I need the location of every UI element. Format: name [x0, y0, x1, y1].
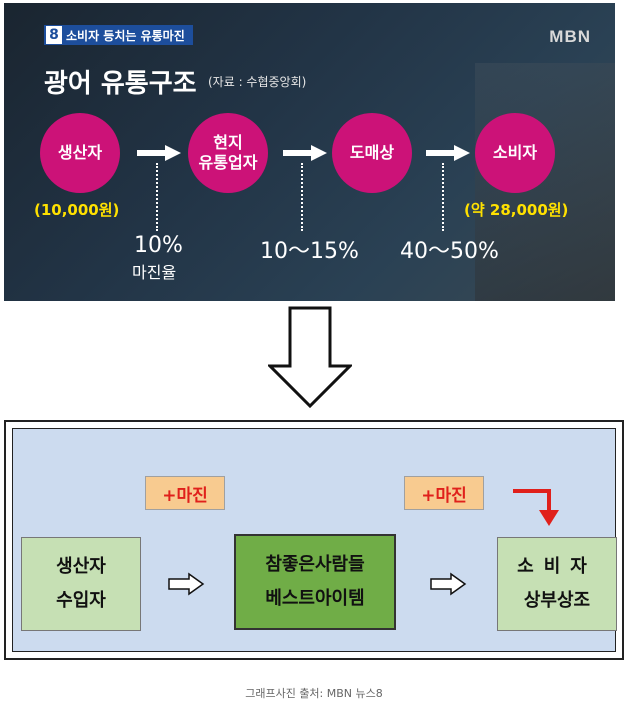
flow-arrow-icon: [426, 145, 470, 161]
producer-price: (10,000원): [34, 201, 120, 219]
tv-title: 광어 유통구조: [44, 69, 197, 99]
dotted-connector: [301, 163, 303, 231]
stage-local-distributor-label-2: 유통업자: [198, 153, 258, 172]
dotted-connector: [442, 163, 444, 231]
box-consumer-line-1: 소비자: [517, 556, 597, 577]
news-tag-number: 8: [46, 26, 62, 44]
box-producer-importer-line-1: 생산자: [56, 556, 106, 577]
box-company-line-1: 참좋은사람들: [265, 554, 365, 575]
mbn-logo: MBN: [549, 27, 591, 46]
consumer-price: (약 28,000원): [464, 201, 569, 219]
margin-value-3: 40～50%: [400, 239, 499, 264]
margin-badge-1: +마진: [145, 476, 225, 510]
box-consumer-line-2: 상부상조: [523, 590, 591, 611]
flow-arrow-icon: [283, 145, 327, 161]
hollow-right-arrow-icon: [429, 572, 467, 596]
margin-badge-2: +마진: [404, 476, 484, 510]
stage-wholesaler: 도매상: [332, 113, 412, 193]
news-tag-text: 소비자 등치는 유통마진: [66, 28, 185, 43]
box-producer-importer-line-2: 수입자: [56, 590, 106, 611]
tv-source: (자료 : 수협중앙회): [208, 75, 307, 89]
stage-producer: 생산자: [40, 113, 120, 193]
box-producer-importer: 생산자 수입자: [21, 537, 141, 631]
image-caption: 그래프사진 출처: MBN 뉴스8: [245, 687, 383, 700]
box-consumer: 소비자 상부상조: [497, 537, 617, 631]
stage-producer-label: 생산자: [57, 143, 103, 162]
down-arrow-icon: [266, 306, 354, 409]
box-company: 참좋은사람들 베스트아이템: [234, 534, 396, 630]
dotted-connector: [156, 163, 158, 231]
flow-arrow-icon: [137, 145, 181, 161]
box-company-line-2: 베스트아이템: [265, 588, 365, 609]
stage-consumer: 소비자: [475, 113, 555, 193]
margin-label-1: 마진율: [132, 263, 177, 282]
red-down-arrow-icon: [511, 484, 571, 530]
tv-screenshot: 8 소비자 등치는 유통마진 MBN 광어 유통구조 (자료 : 수협중앙회) …: [4, 3, 615, 301]
stage-local-distributor: 현지 유통업자: [188, 113, 268, 193]
stage-wholesaler-label: 도매상: [349, 143, 395, 162]
margin-value-1: 10%: [134, 233, 183, 258]
diagram-panel: +마진 +마진 생산자 수입자 참좋은사람들 베스트아이템 소비자 상부상조: [12, 428, 617, 652]
stage-local-distributor-label-1: 현지: [213, 133, 243, 152]
margin-value-2: 10～15%: [260, 239, 359, 264]
hollow-right-arrow-icon: [167, 572, 205, 596]
diagram-frame: +마진 +마진 생산자 수입자 참좋은사람들 베스트아이템 소비자 상부상조: [4, 420, 624, 660]
stage-consumer-label: 소비자: [492, 143, 538, 162]
news-tag: 8 소비자 등치는 유통마진: [44, 25, 193, 45]
